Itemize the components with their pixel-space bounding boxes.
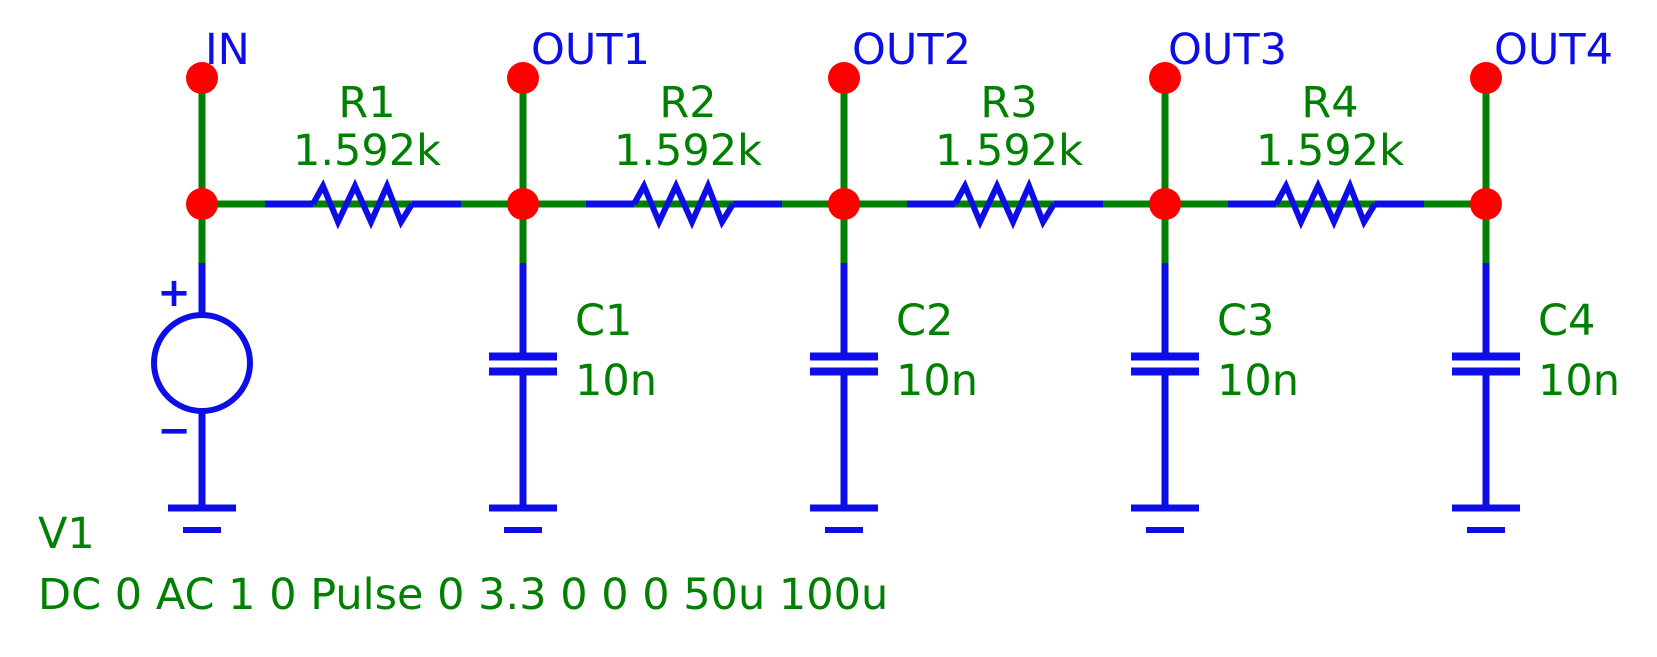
source-spec[interactable]: DC 0 AC 1 0 Pulse 0 3.3 0 0 0 50u 100u xyxy=(38,570,888,620)
source-labels[interactable]: V1 DC 0 AC 1 0 Pulse 0 3.3 0 0 0 50u 100… xyxy=(38,509,888,620)
resistor-name[interactable]: R3 xyxy=(980,78,1037,128)
voltage-source-icon[interactable] xyxy=(151,312,253,414)
resistor-body-icon[interactable] xyxy=(310,178,415,230)
node-labels[interactable]: IN OUT1 OUT2 OUT3 OUT4 xyxy=(205,25,1613,75)
capacitor-name[interactable]: C1 xyxy=(575,296,632,346)
capacitor-name[interactable]: C2 xyxy=(896,296,953,346)
node-dot-icon xyxy=(186,62,218,94)
node-label-out4[interactable]: OUT4 xyxy=(1494,25,1613,75)
junction-dot-icon xyxy=(1470,188,1502,220)
capacitor-c4[interactable] xyxy=(1452,263,1520,533)
node-dot-icon xyxy=(1470,62,1502,94)
plus-polarity-marker: + xyxy=(157,270,191,316)
capacitor-labels[interactable]: C1 10n C2 10n C3 10n C4 10n xyxy=(575,296,1620,406)
capacitor-name[interactable]: C3 xyxy=(1217,296,1274,346)
node-label-out1[interactable]: OUT1 xyxy=(531,25,650,75)
capacitor-c2[interactable] xyxy=(810,263,878,533)
resistor-r3[interactable] xyxy=(907,178,1103,230)
voltage-source-v1[interactable]: + − xyxy=(151,263,253,533)
capacitor-value[interactable]: 10n xyxy=(896,356,978,406)
junction-dot-icon xyxy=(828,188,860,220)
resistor-value[interactable]: 1.592k xyxy=(614,126,762,176)
node-dot-icon xyxy=(828,62,860,94)
capacitor-value[interactable]: 10n xyxy=(1538,356,1620,406)
resistor-r4[interactable] xyxy=(1228,178,1424,230)
capacitor-c3[interactable] xyxy=(1131,263,1199,533)
resistor-name[interactable]: R2 xyxy=(659,78,716,128)
junction-dot-icon xyxy=(1149,188,1181,220)
capacitor-c1[interactable] xyxy=(489,263,557,533)
resistor-name[interactable]: R1 xyxy=(338,78,395,128)
capacitor-name[interactable]: C4 xyxy=(1538,296,1595,346)
junction-dot-icon xyxy=(186,188,218,220)
minus-polarity-marker: − xyxy=(157,408,191,454)
node-dot-icon xyxy=(507,62,539,94)
node-label-out3[interactable]: OUT3 xyxy=(1168,25,1287,75)
resistor-labels[interactable]: R1 1.592k R2 1.592k R3 1.592k R4 1.592k xyxy=(293,78,1404,176)
junction-dot-icon xyxy=(507,188,539,220)
node-label-in[interactable]: IN xyxy=(205,25,250,75)
resistor-name[interactable]: R4 xyxy=(1301,78,1358,128)
resistor-body-icon[interactable] xyxy=(1273,178,1378,230)
resistor-body-icon[interactable] xyxy=(631,178,736,230)
resistor-r1[interactable] xyxy=(265,178,461,230)
junction-dots xyxy=(186,62,1502,220)
node-label-out2[interactable]: OUT2 xyxy=(852,25,971,75)
resistor-value[interactable]: 1.592k xyxy=(293,126,441,176)
resistor-body-icon[interactable] xyxy=(952,178,1057,230)
capacitor-value[interactable]: 10n xyxy=(575,356,657,406)
node-dot-icon xyxy=(1149,62,1181,94)
resistor-value[interactable]: 1.592k xyxy=(1256,126,1404,176)
capacitor-value[interactable]: 10n xyxy=(1217,356,1299,406)
source-name[interactable]: V1 xyxy=(38,509,95,559)
resistor-r2[interactable] xyxy=(586,178,782,230)
resistor-value[interactable]: 1.592k xyxy=(935,126,1083,176)
